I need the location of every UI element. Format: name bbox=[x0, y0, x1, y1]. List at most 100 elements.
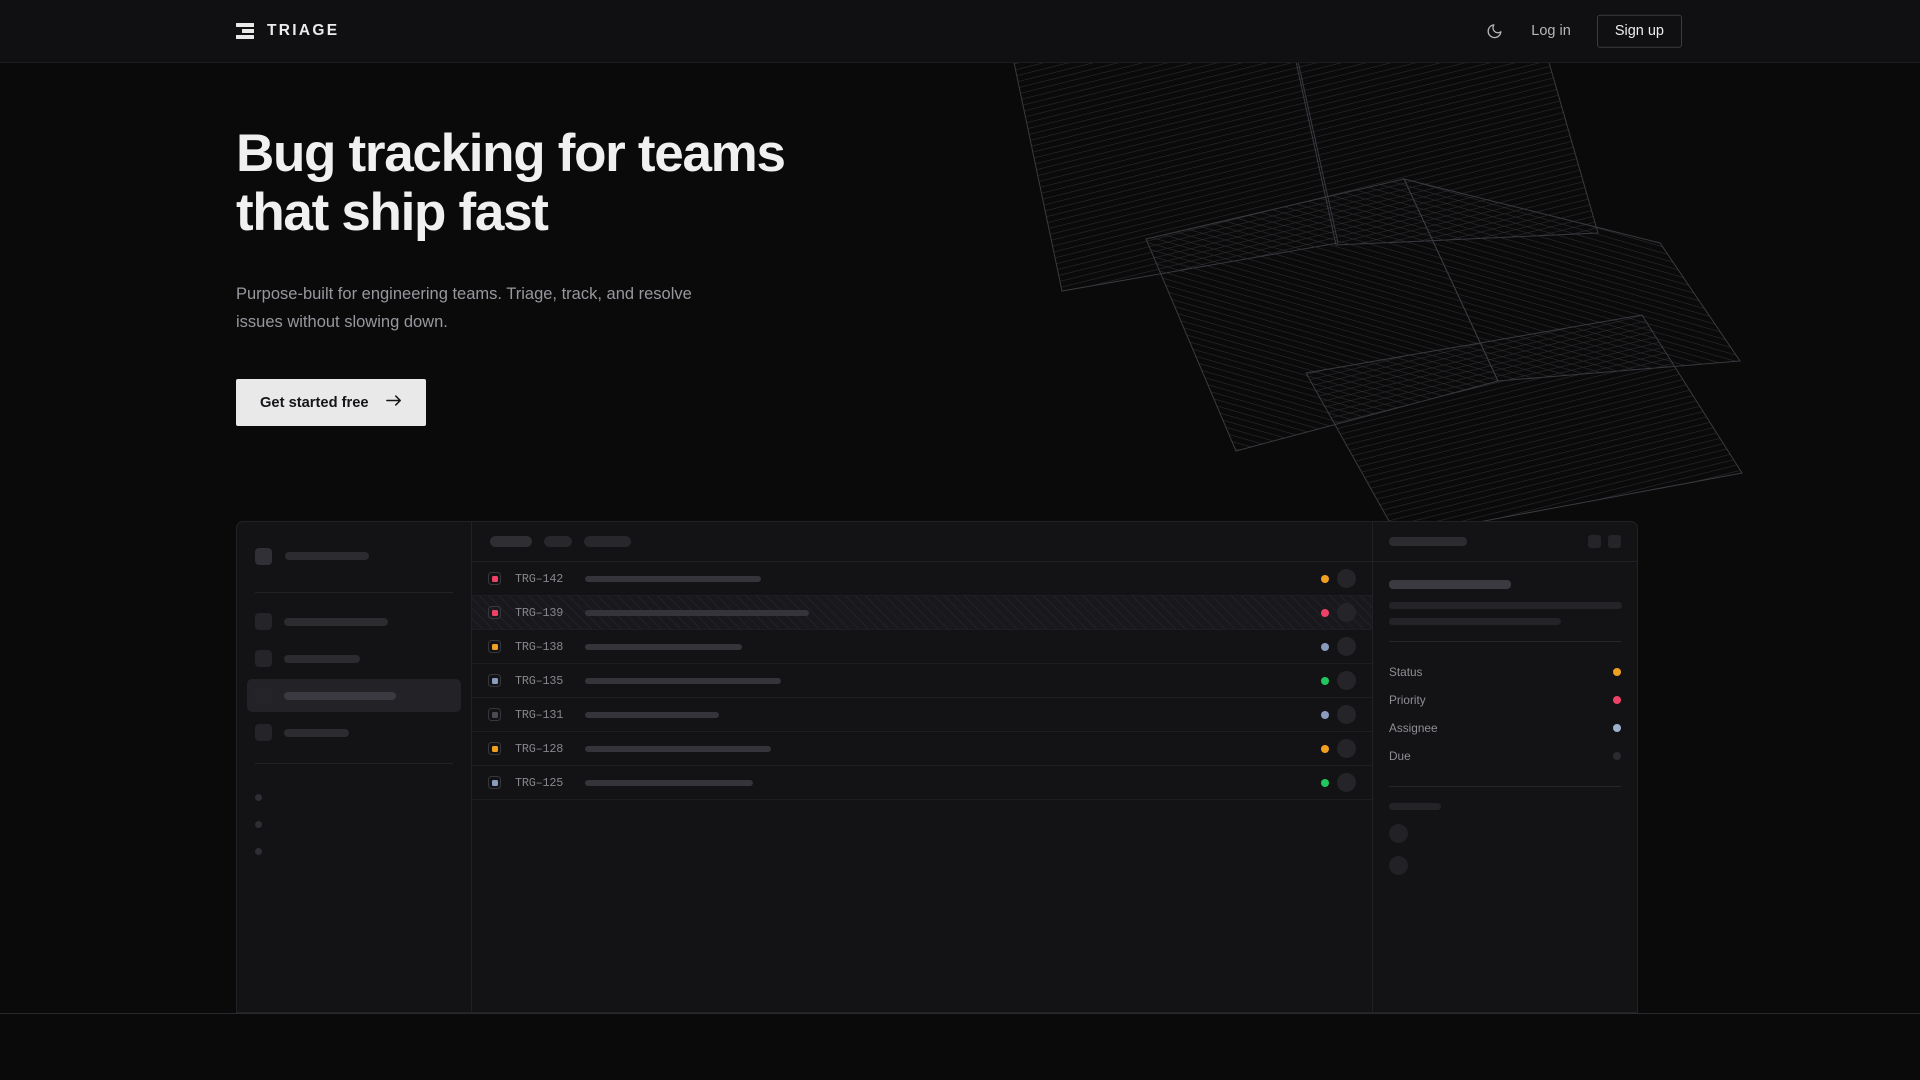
issue-id: TRG–125 bbox=[515, 775, 564, 790]
project-dot-2[interactable] bbox=[255, 821, 262, 828]
table-row[interactable]: TRG–138 bbox=[472, 630, 1372, 664]
avatar bbox=[1337, 671, 1356, 690]
priority-indicator bbox=[488, 572, 501, 585]
row-meta bbox=[1321, 671, 1356, 690]
app-preview-mockup: TRG–142 TRG–139 TRG–138 bbox=[236, 521, 1638, 1013]
detail-action-button-2[interactable] bbox=[1608, 535, 1621, 548]
list-filter-bar bbox=[472, 522, 1372, 562]
section-divider bbox=[0, 1013, 1920, 1014]
sidebar-item-1[interactable] bbox=[247, 605, 461, 638]
issue-id: TRG–142 bbox=[515, 571, 564, 586]
status-dot bbox=[1321, 574, 1329, 583]
sidebar-divider-bottom bbox=[255, 763, 453, 764]
detail-activity-list bbox=[1389, 824, 1621, 875]
nav-icon-4 bbox=[255, 724, 272, 741]
table-row[interactable]: TRG–142 bbox=[472, 562, 1372, 596]
signup-button[interactable]: Sign up bbox=[1596, 14, 1682, 48]
issue-title-placeholder bbox=[585, 677, 781, 684]
meta-label: Status bbox=[1389, 665, 1423, 679]
issue-title-placeholder bbox=[585, 575, 761, 582]
row-meta bbox=[1321, 705, 1356, 724]
avatar bbox=[1337, 569, 1356, 588]
meta-row-due[interactable]: Due bbox=[1389, 742, 1621, 770]
detail-body: Status Priority Assignee Due bbox=[1373, 562, 1637, 875]
meta-label: Priority bbox=[1389, 693, 1426, 707]
filter-chip-2[interactable] bbox=[544, 536, 572, 547]
detail-divider-2 bbox=[1389, 786, 1621, 787]
sidebar-section-label bbox=[237, 764, 471, 780]
detail-divider-1 bbox=[1389, 641, 1621, 642]
meta-label: Assignee bbox=[1389, 721, 1438, 735]
assignee-value-dot bbox=[1613, 724, 1621, 732]
due-value-dot bbox=[1613, 752, 1621, 760]
workspace-avatar-icon bbox=[255, 547, 272, 565]
project-dot-3[interactable] bbox=[255, 848, 262, 855]
issue-title-placeholder bbox=[585, 711, 719, 718]
issue-id: TRG–131 bbox=[515, 707, 564, 722]
table-row[interactable]: TRG–125 bbox=[472, 766, 1372, 800]
nav-actions: Log in Sign up bbox=[1483, 14, 1682, 48]
sidebar-workspace-item[interactable] bbox=[237, 538, 471, 574]
meta-row-priority[interactable]: Priority bbox=[1389, 686, 1621, 714]
status-dot bbox=[1321, 608, 1329, 617]
project-dot-1[interactable] bbox=[255, 794, 262, 801]
table-row[interactable]: TRG–128 bbox=[472, 732, 1372, 766]
sidebar-project-list bbox=[237, 780, 471, 855]
sidebar-nav-list bbox=[237, 593, 471, 749]
mockup-sidebar bbox=[237, 522, 472, 1012]
avatar bbox=[1337, 739, 1356, 758]
detail-desc-line-2 bbox=[1389, 618, 1561, 625]
table-row[interactable]: TRG–135 bbox=[472, 664, 1372, 698]
mockup-detail-panel: Status Priority Assignee Due bbox=[1372, 522, 1637, 1012]
get-started-button[interactable]: Get started free bbox=[236, 379, 426, 427]
priority-indicator bbox=[488, 776, 501, 789]
table-row[interactable]: TRG–131 bbox=[472, 698, 1372, 732]
detail-action-button-1[interactable] bbox=[1588, 535, 1601, 548]
priority-indicator bbox=[488, 708, 501, 721]
heading-line-2: that ship fast bbox=[236, 183, 549, 243]
row-meta bbox=[1321, 739, 1356, 758]
nav-icon-3 bbox=[255, 687, 272, 704]
issue-title-placeholder bbox=[585, 745, 771, 752]
heading-line-1: Bug tracking for teams bbox=[236, 124, 786, 183]
hero-section: Bug tracking for teams that ship fast Pu… bbox=[236, 124, 786, 427]
page-title: Bug tracking for teams that ship fast bbox=[236, 124, 786, 243]
avatar bbox=[1337, 603, 1356, 622]
sidebar-item-4[interactable] bbox=[247, 716, 461, 749]
hero-subtitle: Purpose-built for engineering teams. Tri… bbox=[236, 284, 692, 332]
status-dot bbox=[1321, 710, 1329, 719]
nav-label-4 bbox=[284, 728, 349, 737]
issue-id: TRG–138 bbox=[515, 639, 564, 654]
table-row[interactable]: TRG–139 bbox=[472, 596, 1372, 630]
workspace-name-placeholder bbox=[285, 552, 369, 560]
brand-logo[interactable]: TRIAGE bbox=[236, 22, 339, 40]
meta-row-assignee[interactable]: Assignee bbox=[1389, 714, 1621, 742]
avatar bbox=[1337, 705, 1356, 724]
nav-icon-2 bbox=[255, 650, 272, 667]
moon-icon[interactable] bbox=[1483, 20, 1505, 42]
sidebar-item-3-active[interactable] bbox=[247, 679, 461, 712]
priority-indicator bbox=[488, 606, 501, 619]
avatar bbox=[1337, 773, 1356, 792]
cta-label: Get started free bbox=[260, 394, 369, 411]
meta-label: Due bbox=[1389, 749, 1411, 763]
status-value-dot bbox=[1613, 668, 1621, 676]
detail-header-title-placeholder bbox=[1389, 537, 1467, 546]
sidebar-item-2[interactable] bbox=[247, 642, 461, 675]
issue-title-placeholder bbox=[585, 779, 753, 786]
status-dot bbox=[1321, 778, 1329, 787]
detail-header-actions bbox=[1588, 535, 1621, 548]
filter-chip-1[interactable] bbox=[490, 536, 532, 547]
nav-label-2 bbox=[284, 654, 360, 663]
filter-chip-3[interactable] bbox=[584, 536, 631, 547]
login-link[interactable]: Log in bbox=[1531, 23, 1571, 39]
avatar bbox=[1389, 824, 1408, 843]
priority-indicator bbox=[488, 640, 501, 653]
status-dot bbox=[1321, 744, 1329, 753]
priority-value-dot bbox=[1613, 696, 1621, 704]
detail-title-placeholder bbox=[1389, 580, 1511, 589]
mockup-issue-list: TRG–142 TRG–139 TRG–138 bbox=[472, 522, 1372, 1012]
top-navbar: TRIAGE Log in Sign up bbox=[0, 0, 1920, 63]
detail-footer-label bbox=[1389, 803, 1441, 810]
meta-row-status[interactable]: Status bbox=[1389, 658, 1621, 686]
